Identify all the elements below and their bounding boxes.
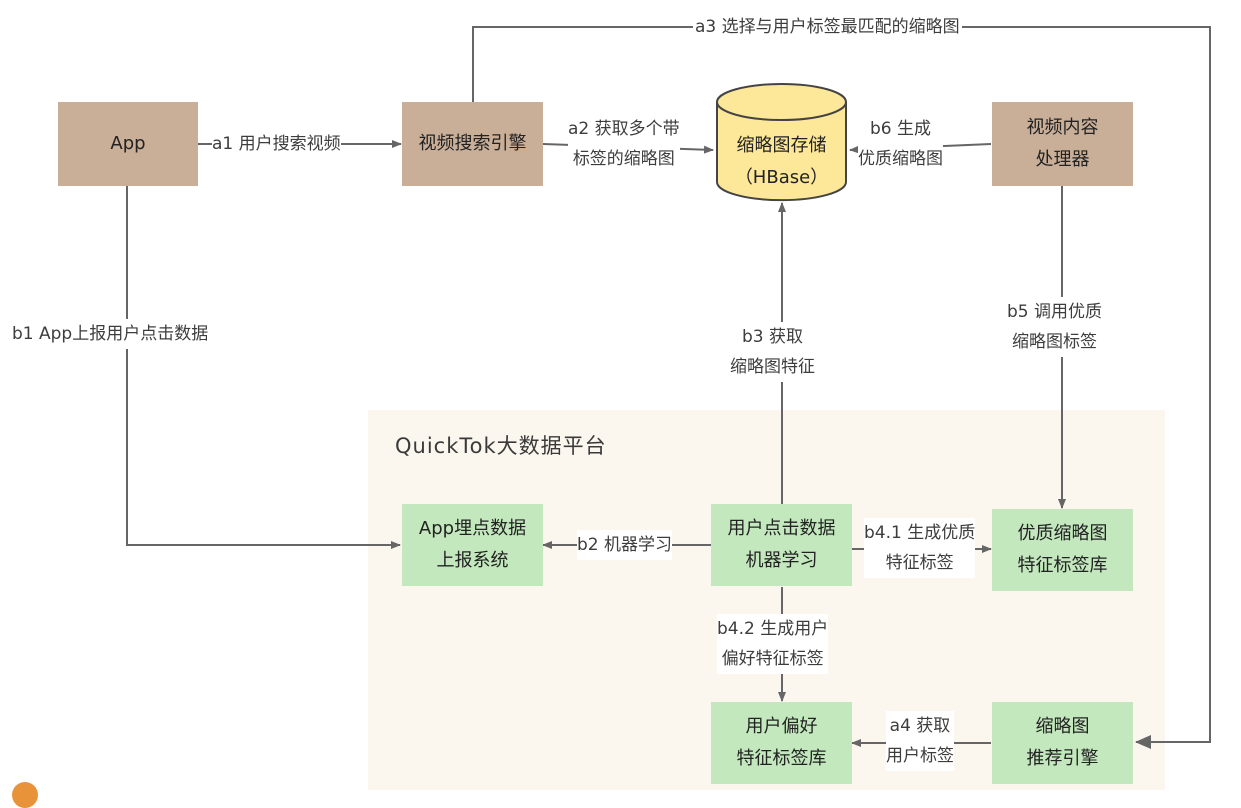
label-b5: b5 调用优质 缩略图标签 (1007, 297, 1103, 357)
label-a3: a3 选择与用户标签最匹配的缩略图 (693, 12, 962, 42)
edge-a3 (472, 26, 1211, 749)
node-click-data-ml[interactable]: 用户点击数据 机器学习 (711, 504, 852, 586)
label-a1: a1 用户搜索视频 (212, 129, 341, 159)
node-quality-tag-db[interactable]: 优质缩略图 特征标签库 (992, 509, 1133, 591)
platform-title: QuickTok大数据平台 (395, 434, 607, 458)
node-thumbnail-recommend-engine[interactable]: 缩略图 推荐引擎 (992, 702, 1133, 784)
label-b2: b2 机器学习 (577, 530, 673, 560)
edge-b1 (126, 186, 401, 549)
label-a4: a4 获取 用户标签 (886, 711, 954, 771)
label-b6: b6 生成 优质缩略图 (858, 114, 943, 174)
label-b3: b3 获取 缩略图特征 (730, 322, 815, 382)
storage-cylinder-icon (716, 83, 847, 202)
node-user-preference-db[interactable]: 用户偏好 特征标签库 (711, 702, 852, 784)
label-b4-2: b4.2 生成用户 偏好特征标签 (717, 614, 829, 674)
label-a2: a2 获取多个带 标签的缩略图 (568, 114, 680, 174)
label-b4-1: b4.1 生成优质 特征标签 (864, 518, 976, 578)
node-thumbnail-storage[interactable]: 缩略图存储 （HBase） (734, 135, 829, 188)
watermark-logo-icon (12, 782, 38, 808)
node-tracking-report-system[interactable]: App埋点数据 上报系统 (402, 504, 543, 586)
label-b1: b1 App上报用户点击数据 (12, 319, 209, 349)
node-video-search-engine[interactable]: 视频搜索引擎 (402, 102, 543, 186)
node-app[interactable]: App (58, 102, 198, 186)
node-video-content-processor[interactable]: 视频内容 处理器 (992, 102, 1133, 186)
